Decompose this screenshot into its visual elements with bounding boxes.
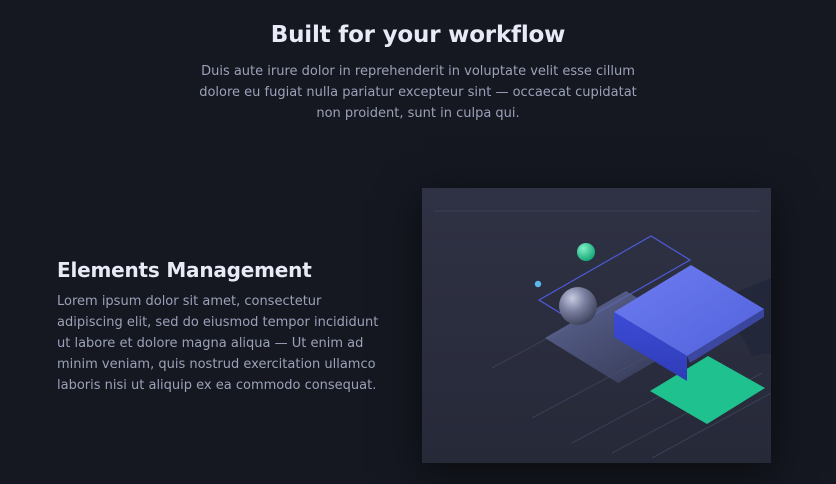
isometric-shapes-illustration [422,188,771,463]
section-title: Built for your workflow [270,22,566,48]
feature-illustration [422,188,771,463]
feature-description: Lorem ipsum dolor sit amet, consectetur … [57,294,379,393]
feature-title: Elements Management [57,258,312,282]
section-description: Duis aute irure dolor in reprehenderit i… [199,64,637,121]
